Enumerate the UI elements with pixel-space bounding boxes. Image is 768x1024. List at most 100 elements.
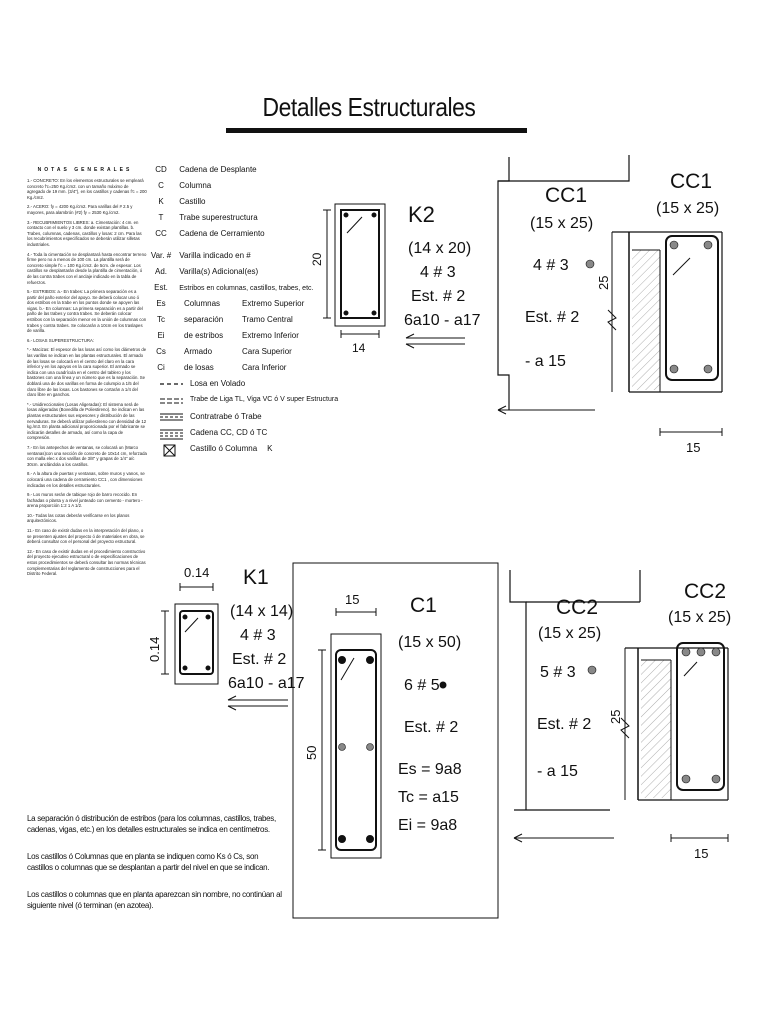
note-dudas: 11.- En caso de existir dudas en la inte…	[27, 528, 145, 545]
legend-desc: Estribos en columnas, castillos, trabes,…	[179, 285, 314, 292]
k1-bars: 4 # 3	[240, 627, 276, 644]
k2-dim-width: 14	[352, 341, 366, 355]
k1-detail	[161, 583, 288, 711]
note-concreto: 1.- CONCRETO: En los elementos estructur…	[27, 178, 147, 200]
k2-size: (14 x 20)	[408, 240, 471, 257]
cc2-right-name: CC2	[684, 580, 726, 603]
legend-row: T Trabe superestructura	[150, 213, 258, 222]
legend-code: K	[158, 197, 164, 206]
legend-code: Tc	[157, 315, 165, 324]
k1-dim-side: 0.14	[147, 637, 162, 662]
note-muros: 9.- Los muros serán de tabique rojo de b…	[27, 492, 143, 509]
legend-col-b: Tramo Central	[242, 315, 293, 324]
note-estribos: 5.- ESTRIBOS: a.- En trabes: La primera …	[27, 289, 147, 334]
cc2-est: Est. # 2	[537, 716, 591, 733]
legend-code: Var. #	[150, 251, 172, 260]
cc2-bars: 5 # 3	[540, 664, 576, 681]
legend-line-desc: Cadena CC, CD ó TC	[190, 428, 268, 437]
cc1-dim-bottom: 15	[686, 440, 700, 455]
general-notes: 1.- CONCRETO: En los elementos estructur…	[27, 178, 147, 581]
legend-grid-row: Ei de estribos Extremo Inferior	[150, 331, 299, 340]
legend-desc: Trabe superestructura	[179, 213, 258, 222]
c1-ei: Ei = 9a8	[398, 817, 457, 834]
k2-detail	[323, 203, 465, 349]
cc2-left-name: CC2	[556, 596, 598, 619]
cc2-dim-side: 25	[608, 710, 623, 724]
note-procedimiento: 12.- En caso de existir dudas en el proc…	[27, 548, 146, 577]
k1-dim-top: 0.14	[184, 565, 209, 580]
drawing-title: Detalles Estructurales	[262, 92, 476, 122]
c1-dim-top: 15	[345, 592, 359, 607]
legend-line-desc: Contratrabe ó Trabe	[190, 412, 262, 421]
cc2-right-size: (15 x 25)	[668, 609, 731, 626]
legend-grid-row: Tc separación Tramo Central	[150, 315, 293, 324]
legend-code: Cs	[156, 347, 166, 356]
legend-col-b: Cara Inferior	[242, 363, 287, 372]
c1-name: C1	[410, 594, 437, 617]
legend-col-b: Extremo Inferior	[242, 331, 299, 340]
k2-spacing: 6a10 - a17	[404, 312, 481, 329]
legend-line-desc: Losa en Volado	[190, 379, 246, 388]
legend-box-suffix: K	[267, 444, 273, 453]
c1-est: Est. # 2	[404, 719, 458, 736]
cc1-bars: 4 # 3	[533, 257, 569, 274]
cc1-spacing: - a 15	[525, 353, 566, 370]
legend-desc: Varilla(s) Adicional(es)	[179, 267, 259, 276]
k1-name: K1	[243, 566, 269, 589]
c1-detail	[292, 562, 499, 919]
legend-desc: Castillo	[179, 197, 206, 206]
legend-col-a: de losas	[184, 363, 214, 372]
legend-row: CD Cadena de Desplante	[150, 165, 257, 174]
legend-col-b: Extremo Superior	[242, 299, 305, 308]
legend-col-b: Cara Superior	[242, 347, 292, 356]
k1-est: Est. # 2	[232, 651, 286, 668]
legend-desc: Columna	[179, 181, 212, 190]
legend-box-desc: Castillo ó Columna	[190, 444, 258, 453]
cc1-est: Est. # 2	[525, 309, 579, 326]
cc1-dim-side: 25	[596, 276, 611, 290]
legend-desc: Varilla indicado en #	[179, 251, 251, 260]
k2-dim-height: 20	[310, 252, 324, 266]
legend-line-samples	[160, 383, 183, 457]
legend-code: CC	[155, 229, 167, 238]
legend-col-a: de estribos	[184, 331, 224, 340]
legend-row: Est. Estribos en columnas, castillos, tr…	[150, 283, 313, 292]
note-unidireccionales: *.- Unidireccionales (Losas Aligeradas):…	[27, 401, 147, 441]
legend-line-desc: Castillo ó Columna K	[190, 444, 272, 453]
legend-col-a: Columnas	[184, 299, 221, 308]
legend-col-a: separación	[184, 315, 224, 324]
cc1-right-size: (15 x 25)	[656, 200, 719, 217]
legend-grid-row: Es Columnas Extremo Superior	[150, 299, 304, 308]
legend-code: T	[158, 213, 164, 222]
note-cerramiento: 8.- A la altura de puertas y ventanas, s…	[27, 471, 145, 488]
legend-row: K Castillo	[150, 197, 205, 206]
legend-row: Ad. Varilla(s) Adicional(es)	[150, 267, 258, 276]
c1-tc: Tc = a15	[398, 789, 459, 806]
legend-code: Es	[156, 299, 166, 308]
k2-bars: 4 # 3	[420, 264, 456, 281]
k1-size: (14 x 14)	[230, 603, 293, 620]
general-notes-heading: NOTAS GENERALES	[37, 167, 133, 173]
bottom-note-castillos: Los castillos ó Columnas que en planta s…	[27, 852, 270, 872]
c1-es: Es = 9a8	[398, 761, 462, 778]
c1-dim-side: 50	[304, 746, 319, 760]
note-recubrimientos: 3.- RECUBRIMIENTOS LIBRES: a. Cimentació…	[27, 219, 142, 247]
legend-desc: Cadena de Desplante	[179, 165, 257, 174]
legend-code: Est.	[154, 283, 168, 292]
legend-code: C	[158, 181, 164, 190]
cc2-dim-bottom: 15	[694, 846, 708, 861]
legend-desc: Cadena de Cerramiento	[179, 229, 265, 238]
bottom-note-estribos: La separación ó distribución de estribos…	[27, 814, 276, 834]
cc2-detail	[509, 570, 729, 843]
k2-name: K2	[408, 202, 435, 227]
legend-row: CC Cadena de Cerramiento	[150, 229, 265, 238]
legend-code: CD	[155, 165, 167, 174]
note-losas: 6.- LOSAS SUPERESTRUCTURA:	[27, 337, 95, 343]
legend-row: Var. # Varilla indicado en #	[150, 251, 251, 260]
note-macizas: *.- Macizas: El espesor de las losas así…	[27, 347, 147, 398]
cc1-left-name: CC1	[545, 184, 587, 207]
cc1-left-size: (15 x 25)	[530, 215, 593, 232]
legend-code: Ei	[157, 331, 165, 340]
